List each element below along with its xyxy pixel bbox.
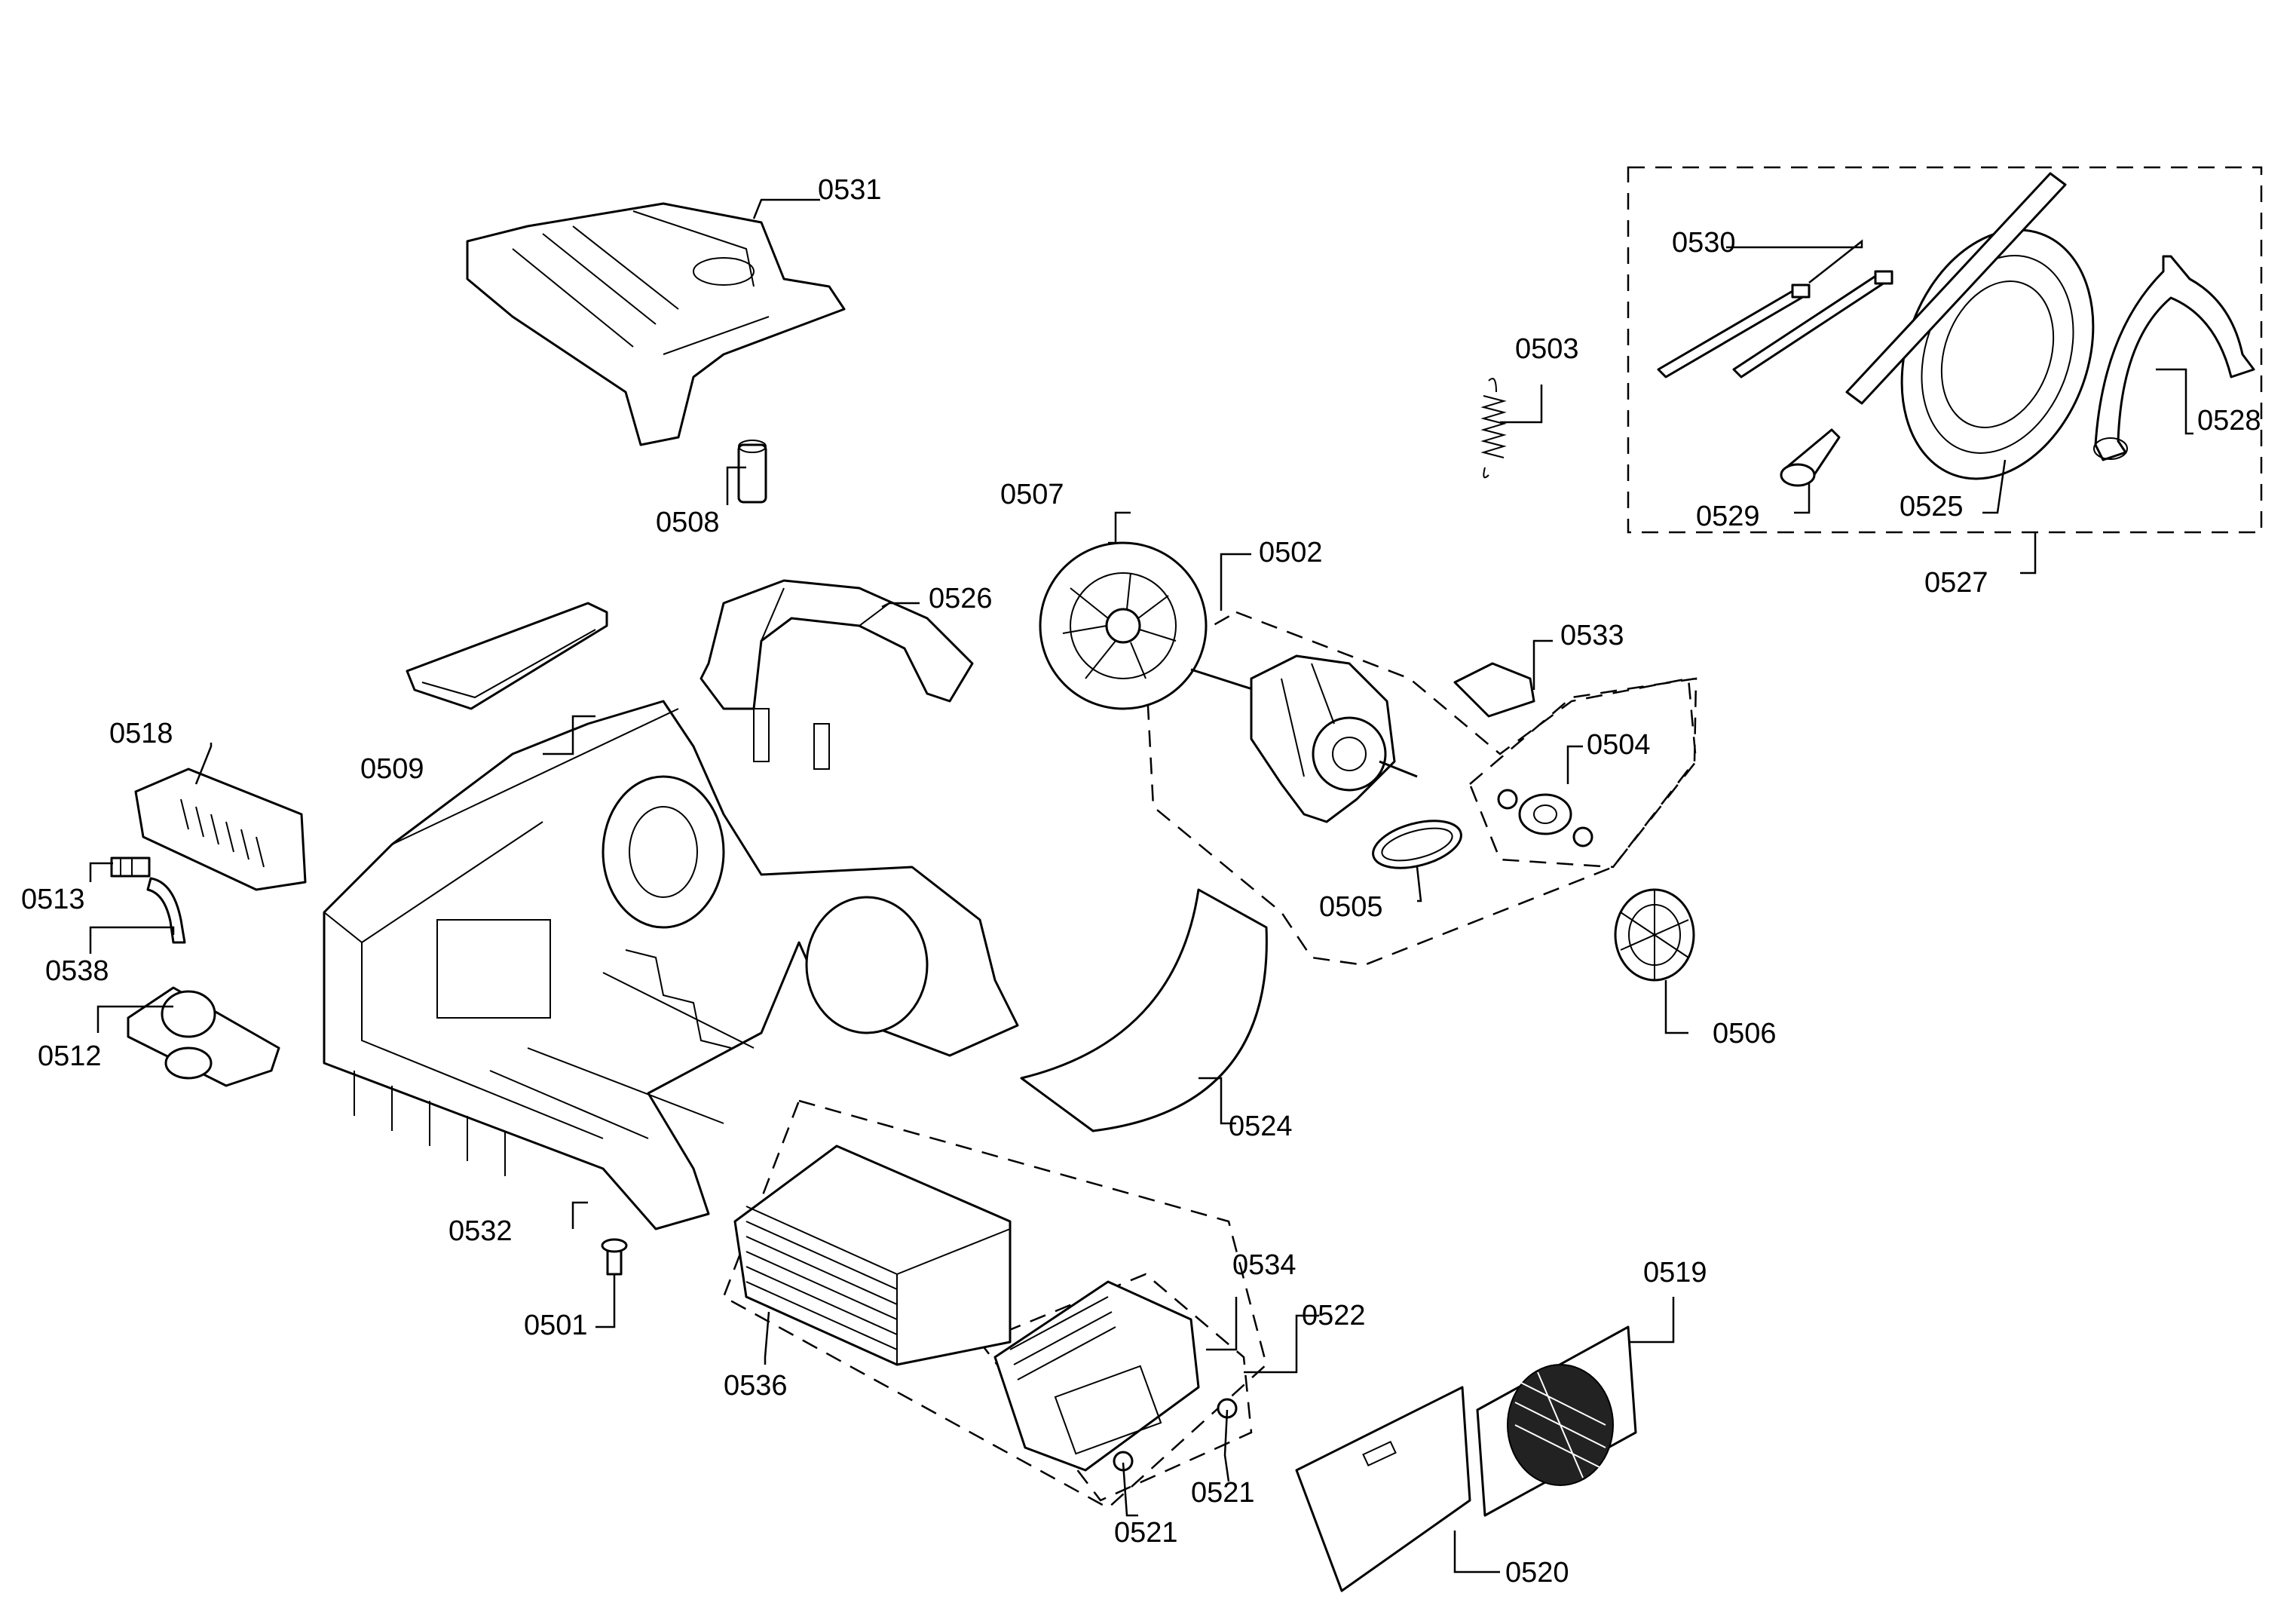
- part-0533-bracket: [1453, 662, 1535, 718]
- label-0524: 0524: [1229, 1111, 1293, 1142]
- leader-lines: [89, 198, 2193, 1574]
- part-0502-motor: [1190, 654, 1418, 823]
- label-0528: 0528: [2197, 405, 2261, 437]
- part-0503-spring: [1480, 378, 1507, 479]
- label-0504: 0504: [1587, 729, 1651, 761]
- part-0518-control-module: [134, 768, 307, 891]
- part-0531-duct-cover: [466, 202, 846, 446]
- label-0508: 0508: [656, 507, 720, 538]
- label-0506: 0506: [1713, 1018, 1777, 1050]
- label-0525: 0525: [1900, 491, 1964, 522]
- label-0532: 0532: [448, 1215, 513, 1247]
- part-0519-vent-grille: [1476, 1325, 1637, 1517]
- part-0524-curved-panel: [1020, 888, 1268, 1132]
- part-0520-access-door: [1295, 1386, 1471, 1592]
- label-0521-a: 0521: [1114, 1517, 1178, 1549]
- part-0534-filter-cassette: [993, 1280, 1200, 1472]
- part-0509-cover-plate: [406, 602, 608, 710]
- condenser-0522-group-outline: [722, 1099, 1268, 1509]
- part-0501-screw: [601, 1238, 628, 1276]
- label-0536: 0536: [724, 1370, 788, 1402]
- label-0502: 0502: [1259, 537, 1323, 568]
- label-0501: 0501: [524, 1310, 588, 1341]
- part-0508-capacitor: [737, 440, 767, 504]
- part-0526-drum-housing: [700, 579, 974, 770]
- label-0503: 0503: [1515, 333, 1579, 365]
- label-0519: 0519: [1643, 1257, 1707, 1289]
- label-0533: 0533: [1560, 620, 1624, 651]
- label-0505: 0505: [1319, 891, 1383, 923]
- part-0530-cable-ties: [1657, 270, 1893, 378]
- label-0513: 0513: [21, 884, 85, 915]
- label-0521-b: 0521: [1191, 1477, 1255, 1509]
- part-0504-pulley: [1497, 789, 1593, 847]
- label-0531: 0531: [818, 174, 882, 206]
- kit-0527-group-box: [1627, 166, 2263, 534]
- label-0520: 0520: [1505, 1557, 1569, 1589]
- part-0532-base-frame: [323, 700, 1019, 1230]
- part-0505-drive-belt: [1372, 820, 1462, 869]
- label-0512: 0512: [38, 1040, 102, 1072]
- part-0528-hose-clip: [2093, 255, 2255, 461]
- label-0518: 0518: [109, 718, 173, 749]
- label-0507: 0507: [1000, 479, 1064, 510]
- motor-0502-group-outline: [1144, 611, 1698, 967]
- part-0529-hose-fitting: [1780, 428, 1841, 487]
- label-0527: 0527: [1924, 567, 1988, 599]
- part-0507-fan-wheel: [1039, 541, 1208, 710]
- part-0506-blower-wheel: [1614, 888, 1695, 982]
- part-0536-condenser: [733, 1145, 1012, 1366]
- label-0522: 0522: [1302, 1300, 1366, 1331]
- label-0529: 0529: [1696, 501, 1760, 532]
- part-0512-pump-board: [127, 986, 280, 1087]
- label-0526: 0526: [929, 583, 993, 614]
- label-0538: 0538: [45, 955, 109, 987]
- label-0509: 0509: [360, 753, 424, 785]
- part-0513-connector: [110, 856, 151, 878]
- label-0534: 0534: [1232, 1249, 1296, 1281]
- label-0530: 0530: [1672, 227, 1736, 259]
- part-0525-drain-hose: [1845, 172, 2095, 480]
- part-0538-hose: [146, 877, 186, 944]
